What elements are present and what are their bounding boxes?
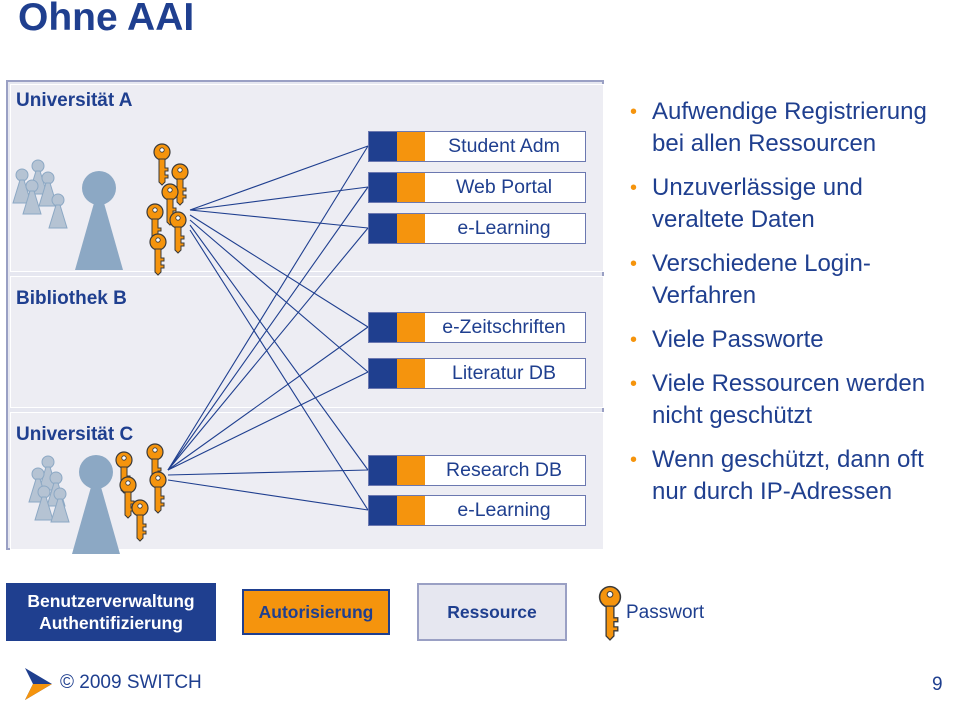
resource-e-learning-c: e-Learning xyxy=(368,495,586,526)
org-label-universitaet-c: Universität C xyxy=(16,424,134,445)
legend-resource: Ressource xyxy=(417,583,567,641)
resource-label: e-Zeitschriften xyxy=(442,316,566,338)
bullet-text: Viele Ressourcen werden nicht geschützt xyxy=(652,370,926,429)
org-label-bibliothek-b: Bibliothek B xyxy=(16,288,127,309)
page-title: Ohne AAI xyxy=(18,0,195,39)
bullet-list: •Aufwendige Registrierung bei allen Ress… xyxy=(630,96,960,520)
switch-logo-icon xyxy=(25,668,52,700)
users-universitaet-a xyxy=(12,159,123,270)
legend-user-management-line2: Authentifizierung xyxy=(39,613,183,633)
password-keys-universitaet-c xyxy=(115,443,167,542)
bullet-item: •Viele Passworte xyxy=(630,326,824,353)
password-legend-icon xyxy=(598,585,622,641)
bullet-item: •Aufwendige Registrierung bei allen Ress… xyxy=(630,98,927,157)
bullet-text: Wenn geschützt, dann oft nur durch IP-Ad… xyxy=(652,446,924,505)
bullet-item: •Wenn geschützt, dann oft nur durch IP-A… xyxy=(630,446,924,505)
resource-label: Literatur DB xyxy=(451,362,557,384)
resource-e-learning-a: e-Learning xyxy=(368,213,586,244)
resource-research-db: Research DB xyxy=(368,455,586,486)
bullet-text: Verschiedene Login-Verfahren xyxy=(652,250,871,309)
bullet-item: •Unzuverlässige und veraltete Daten xyxy=(630,174,863,233)
legend-user-management-line1: Benutzerverwaltung xyxy=(27,591,195,611)
resource-label: Student Adm xyxy=(448,135,560,157)
bullet-text: Aufwendige Registrierung bei allen Resso… xyxy=(652,98,927,157)
resource-web-portal: Web Portal xyxy=(368,172,586,203)
resource-label: e-Learning xyxy=(457,499,551,521)
page-number: 9 xyxy=(932,674,943,695)
org-label-universitaet-a: Universität A xyxy=(16,90,133,111)
resource-student-adm: Student Adm xyxy=(368,131,586,162)
footer-copyright: © 2009 SWITCH xyxy=(60,672,202,693)
resource-label: e-Learning xyxy=(457,217,551,239)
legend-authorization: Autorisierung xyxy=(242,589,390,635)
legend-password-label: Passwort xyxy=(626,602,705,623)
password-keys-universitaet-a xyxy=(146,143,189,276)
resource-label: Research DB xyxy=(446,459,562,481)
resource-literatur-db: Literatur DB xyxy=(368,358,586,389)
connection-lines xyxy=(167,145,369,511)
resource-e-zeitschriften: e-Zeitschriften xyxy=(368,312,586,343)
bullet-text: Viele Passworte xyxy=(652,326,824,353)
bullet-item: •Verschiedene Login-Verfahren xyxy=(630,250,871,309)
resource-label: Web Portal xyxy=(455,176,553,198)
bullet-text: Unzuverlässige und veraltete Daten xyxy=(652,174,863,233)
users-universitaet-c xyxy=(28,455,120,554)
bullet-item: •Viele Ressourcen werden nicht geschützt xyxy=(630,370,926,429)
